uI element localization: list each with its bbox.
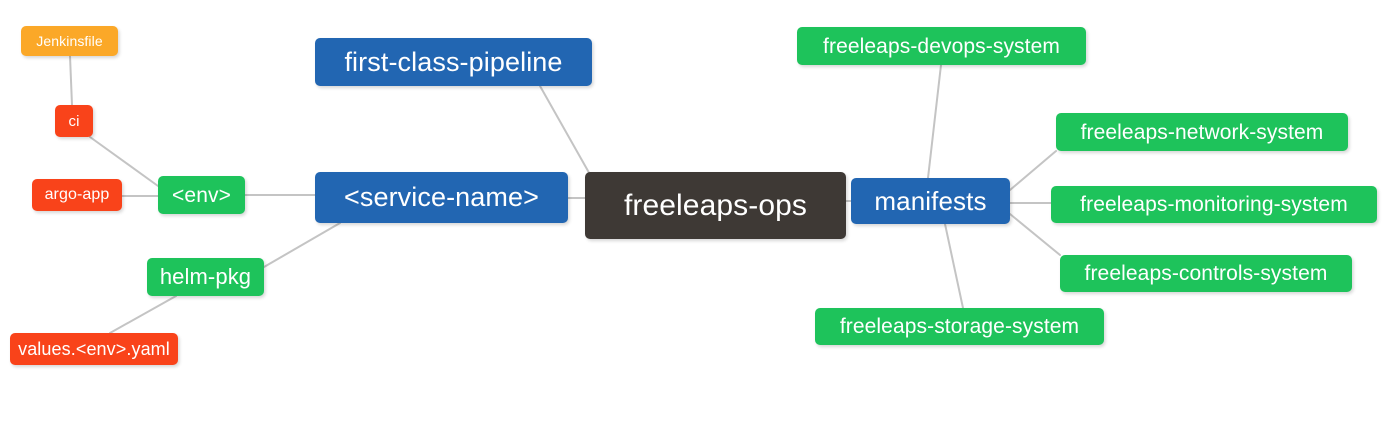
node-label-helm-pkg: helm-pkg [159,264,252,289]
node-env[interactable]: <env> [158,176,245,214]
node-label-env: <env> [172,183,231,207]
edge-manifests-network [1009,150,1057,191]
node-label-network-system: freeleaps-network-system [1080,120,1324,144]
node-argo-app[interactable]: argo-app [32,179,122,211]
node-network-system[interactable]: freeleaps-network-system [1056,113,1348,151]
node-storage-system[interactable]: freeleaps-storage-system [815,308,1104,345]
node-controls-system[interactable]: freeleaps-controls-system [1060,255,1352,292]
node-label-manifests: manifests [874,186,987,216]
node-manifests[interactable]: manifests [851,178,1010,224]
node-label-ci: ci [68,112,80,130]
node-monitoring-system[interactable]: freeleaps-monitoring-system [1051,186,1377,223]
node-label-controls-system: freeleaps-controls-system [1084,262,1328,285]
edge-manifests-devops [927,64,942,179]
node-label-root: freeleaps-ops [623,188,808,222]
edge-service-name-pipeline [539,85,593,179]
node-label-monitoring-system: freeleaps-monitoring-system [1080,193,1348,216]
node-label-argo-app: argo-app [44,186,110,203]
node-ci[interactable]: ci [55,105,93,137]
node-label-storage-system: freeleaps-storage-system [839,315,1080,338]
node-label-values-yaml: values.<env>.yaml [18,339,170,359]
edge-ci-jenkinsfile [69,55,73,106]
edge-service-name-helm-pkg [263,222,341,268]
node-values-yaml[interactable]: values.<env>.yaml [10,333,178,365]
node-service-name[interactable]: <service-name> [315,172,568,223]
edge-helm-pkg-values [109,295,177,334]
node-label-devops-system: freeleaps-devops-system [823,34,1060,58]
node-devops-system[interactable]: freeleaps-devops-system [797,27,1086,65]
node-label-service-name: <service-name> [344,182,539,212]
node-jenkinsfile[interactable]: Jenkinsfile [21,26,118,56]
edge-manifests-storage [944,223,964,309]
node-label-first-class-pipeline: first-class-pipeline [344,46,563,77]
node-helm-pkg[interactable]: helm-pkg [147,258,264,296]
node-root[interactable]: freeleaps-ops [585,172,846,239]
node-first-class-pipeline[interactable]: first-class-pipeline [315,38,592,86]
node-label-jenkinsfile: Jenkinsfile [36,33,103,49]
